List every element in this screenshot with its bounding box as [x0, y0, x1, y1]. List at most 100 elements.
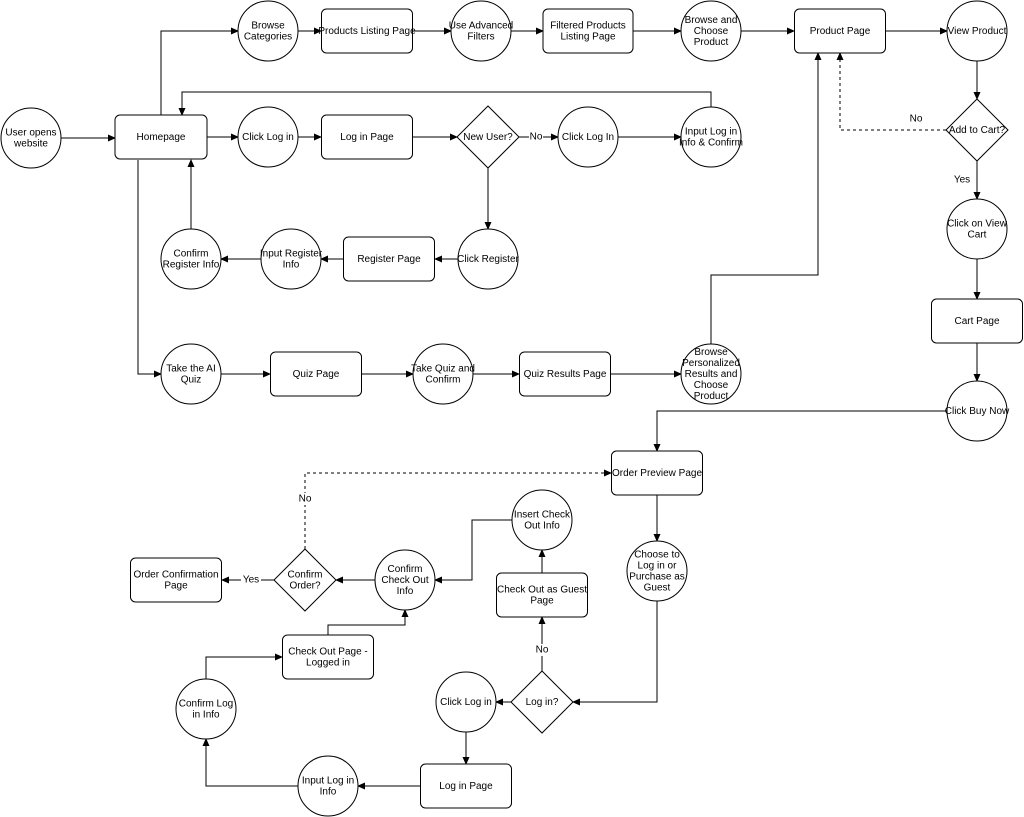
node-shape	[456, 105, 520, 169]
node-click-register: Click Register	[457, 228, 520, 290]
node-shape	[946, 0, 1008, 62]
node-label: Check Out Page -Logged in	[288, 646, 367, 668]
edge-label-bg	[241, 574, 261, 586]
node-shape	[510, 670, 574, 734]
node-checkout-logged: Check Out Page -Logged in	[282, 634, 374, 680]
node-label: Products Listing Page	[318, 26, 416, 37]
edges	[61, 27, 981, 790]
edge-label-no-add-cart: No	[910, 114, 923, 125]
node-shape	[237, 0, 299, 62]
node-shape	[680, 0, 742, 62]
node-shape	[931, 298, 1023, 344]
edge-choose-login	[572, 601, 658, 706]
node-shape	[270, 351, 362, 397]
node-shape	[946, 380, 1008, 442]
edge-addtocart-productpage-no	[836, 52, 946, 131]
edge-homepage-browsecat	[160, 27, 239, 115]
edge-label-yes-confirm: Yes	[243, 575, 259, 586]
node-login-page-top: Log in Page	[321, 114, 413, 160]
node-label: Product Page	[810, 26, 871, 37]
edge-label-yes-add-cart: Yes	[954, 175, 970, 186]
node-shape	[160, 228, 222, 290]
node-add-to-cart: Add to Cart?	[945, 98, 1009, 162]
node-view-product: View Product	[946, 0, 1008, 62]
edge-buynow-orderpreview	[653, 410, 947, 452]
node-shape	[412, 343, 474, 405]
node-homepage: Homepage	[114, 114, 208, 160]
edge-label-no-login: No	[536, 645, 549, 656]
node-shape	[611, 450, 703, 496]
node-shape	[945, 98, 1009, 162]
node-shape	[114, 114, 208, 160]
node-shape	[343, 236, 435, 282]
node-label: View Product	[948, 26, 1007, 37]
node-shape	[557, 106, 619, 168]
node-shape	[374, 549, 436, 611]
edge-label-bg	[298, 493, 312, 505]
edge-label-bg	[909, 113, 923, 125]
node-shape	[175, 678, 237, 740]
node-shape	[321, 114, 413, 160]
edge-inputlogin-confirmlogin	[202, 738, 298, 787]
node-label: Order Preview Page	[612, 468, 702, 479]
node-shape	[542, 8, 634, 54]
node-click-login-top: Click Log in	[237, 106, 299, 168]
node-label: Click Register	[457, 254, 519, 265]
edge-label-no-new-user: No	[530, 132, 543, 143]
node-label: Quiz Page	[293, 369, 340, 380]
node-label: Click Log In	[562, 132, 614, 143]
node-shape	[496, 572, 588, 618]
node-shape	[420, 763, 512, 809]
node-label: Add to Cart?	[949, 125, 1006, 136]
node-shape	[273, 548, 337, 612]
node-click-login-2: Click Log In	[557, 106, 619, 168]
edge-insert-confirmcheckout	[434, 519, 512, 584]
node-shape	[321, 8, 413, 54]
node-shape	[457, 228, 519, 290]
node-label: Click Log in	[242, 132, 294, 143]
node-click-login-bottom: Click Log in	[435, 671, 497, 733]
node-label: Register Page	[357, 254, 421, 265]
node-shape	[130, 557, 222, 603]
node-shape	[946, 198, 1008, 260]
edge-label-no-confirm: No	[299, 494, 312, 505]
edge-label-bg	[535, 644, 549, 656]
edge-homepage-takequiz	[137, 160, 162, 378]
edge-label-bg	[529, 131, 543, 143]
node-shape	[680, 343, 742, 405]
node-order-preview: Order Preview Page	[611, 450, 703, 496]
node-new-user: New User?	[456, 105, 520, 169]
